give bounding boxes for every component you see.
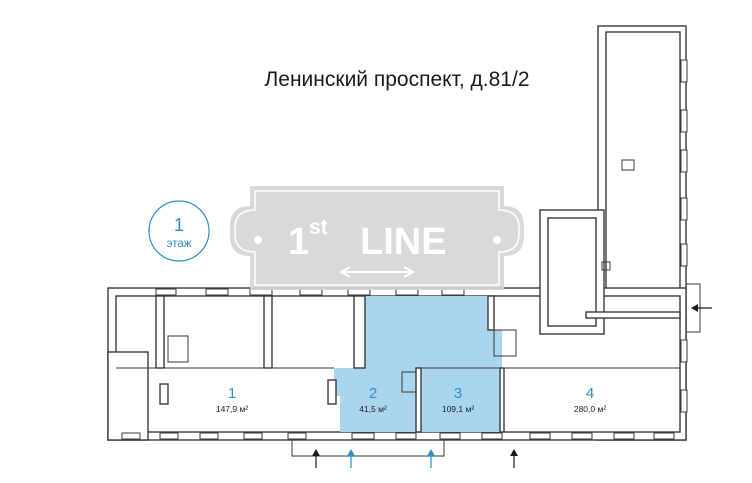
floor-label: этаж: [167, 238, 192, 250]
pillar-room1: [159, 383, 169, 405]
arrow-left-icon: [691, 304, 712, 312]
arrow-up-icon: [347, 449, 355, 468]
first-line-number: 1: [288, 221, 309, 263]
room-2-area: 41,5 м²: [359, 404, 387, 414]
room-2-fill: [334, 368, 421, 432]
room-2-number: 2: [369, 385, 377, 402]
first-line-superscript: st: [309, 216, 328, 239]
page-title: Ленинский проспект, д.81/2: [265, 68, 530, 91]
restroom-2: [401, 371, 417, 393]
tower-threshold: [585, 311, 681, 319]
window: [395, 432, 417, 440]
floor-badge: 1 этаж: [148, 200, 210, 262]
floor-badge-circle: [148, 200, 210, 262]
stair-block-inner: [547, 217, 597, 327]
first-line-word: LINE: [360, 221, 447, 263]
highlighted-rooms: [334, 296, 502, 432]
window: [680, 197, 688, 221]
room-3-area: 109,1 м²: [442, 404, 474, 414]
room-4-area: 280,0 м²: [574, 404, 606, 414]
room-4-number: 4: [586, 385, 594, 402]
entrance-platform: [291, 439, 445, 457]
window: [287, 432, 307, 440]
arrow-up-icon: [312, 449, 320, 468]
interior-walls: [116, 159, 681, 433]
arrow-up-icon: [510, 449, 518, 468]
window: [571, 432, 593, 440]
room-1-number: 1: [228, 385, 236, 402]
double-arrow-icon: [338, 266, 416, 278]
first-line-badge-shape: [230, 186, 524, 290]
partition-2-3: [415, 367, 422, 433]
entrance-arrows: [312, 304, 712, 468]
window: [159, 432, 179, 440]
window: [653, 432, 675, 440]
window: [613, 432, 635, 440]
partition-a: [155, 295, 165, 369]
window: [680, 109, 688, 133]
room-1-area: 147,9 м²: [216, 404, 248, 414]
restroom-1: [167, 335, 189, 363]
window: [155, 288, 177, 296]
partition-d: [487, 295, 495, 331]
window: [199, 432, 219, 440]
first-line-badge: 1 st LINE: [230, 186, 524, 290]
arrow-up-icon: [427, 449, 435, 468]
left-wing: [107, 351, 149, 441]
window: [121, 432, 141, 440]
pillar-left: [327, 379, 337, 405]
first-line-badge-border: [234, 190, 520, 286]
windows: [121, 59, 701, 440]
partition-b: [263, 295, 273, 369]
window: [680, 339, 688, 363]
room-3-number: 3: [454, 385, 462, 402]
tower-fixture: [621, 159, 635, 171]
window: [243, 432, 263, 440]
window: [680, 149, 688, 173]
restroom-3: [493, 329, 517, 357]
floor-number: 1: [174, 215, 184, 235]
window: [481, 432, 503, 440]
window: [439, 432, 461, 440]
tower-column: [601, 261, 611, 271]
window: [680, 59, 688, 83]
dot-icon: [254, 236, 262, 244]
partition-c: [353, 295, 366, 369]
window: [351, 432, 375, 440]
window: [680, 243, 688, 267]
window: [680, 389, 688, 413]
room-labels: 1 147,9 м² 2 41,5 м² 3 109,1 м² 4 280,0 …: [216, 385, 606, 414]
partition-3-4: [499, 367, 505, 433]
window: [529, 432, 551, 440]
window: [205, 288, 229, 296]
dot-icon: [493, 236, 501, 244]
room-3-fill: [365, 296, 502, 432]
